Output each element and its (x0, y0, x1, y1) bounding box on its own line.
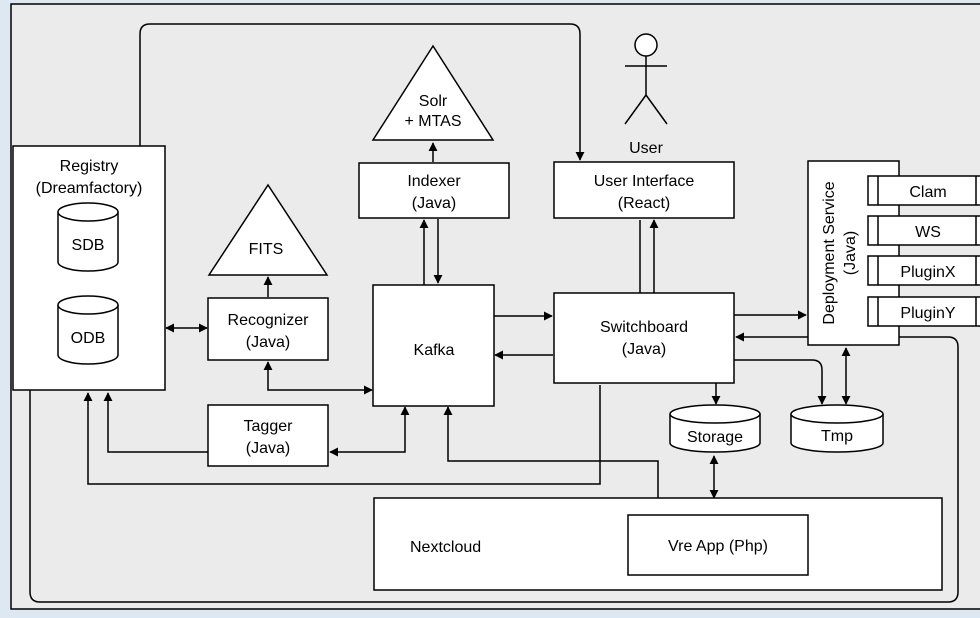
storage-label: Storage (687, 429, 743, 446)
odb-label: ODB (71, 330, 106, 347)
tagger-label-line1: Tagger (244, 418, 294, 435)
switchboard-label-line1: Switchboard (600, 319, 688, 336)
switchboard-label-line2: (Java) (622, 341, 666, 358)
connector-registry-userinterface (139, 23, 585, 161)
connector-recognizer-kafka (263, 361, 373, 395)
plugin-pluginy: PluginY (867, 296, 980, 327)
plugin-pluginx: PluginX (867, 255, 980, 286)
kafka-box (372, 284, 495, 407)
plugin-ws: WS (867, 215, 980, 246)
switchboard-box (553, 292, 735, 384)
indexer-label-line1: Indexer (407, 173, 461, 190)
kafka-label: Kafka (414, 342, 455, 359)
recognizer-label-line1: Recognizer (228, 312, 310, 329)
user-actor-icon (624, 33, 668, 125)
deployment-label-line1: Deployment Service (821, 181, 838, 324)
connector-switchboard-tmp (734, 359, 827, 405)
user-label: User (629, 140, 663, 157)
plugin-pluginx-label: PluginX (900, 264, 955, 281)
recognizer-label-line2: (Java) (246, 334, 290, 351)
tmp-database: Tmp (790, 404, 884, 453)
fits-node (207, 183, 329, 276)
sdb-database: SDB (57, 202, 119, 272)
plugin-clam: Clam (867, 175, 980, 206)
plugin-ws-label: WS (915, 224, 941, 241)
plugin-clam-label: Clam (909, 184, 946, 201)
connector-tagger-registry (103, 392, 208, 453)
registry-subtitle: (Dreamfactory) (36, 180, 143, 197)
connector-tagger-kafka (329, 406, 410, 457)
odb-database: ODB (57, 295, 119, 365)
recognizer-box (207, 297, 329, 361)
vre-app-label: Vre App (Php) (668, 538, 768, 555)
solr-label-line2: + MTAS (404, 113, 461, 130)
sdb-label: SDB (72, 237, 105, 254)
deployment-label-line2: (Java) (842, 231, 859, 275)
solr-label-line1: Solr (419, 93, 448, 110)
connector-switchboard-registry (83, 385, 601, 485)
user-interface-label-line1: User Interface (594, 173, 695, 190)
tagger-label-line2: (Java) (246, 440, 290, 457)
storage-database: Storage (669, 404, 761, 453)
tagger-box (207, 404, 329, 467)
vre-app-box (627, 514, 809, 576)
fits-label: FITS (249, 241, 284, 258)
user-interface-label-line2: (React) (618, 195, 670, 212)
indexer-label-line2: (Java) (412, 195, 456, 212)
user-interface-box (553, 161, 735, 219)
solr-node (371, 44, 495, 141)
plugin-pluginy-label: PluginY (900, 305, 955, 322)
tmp-label: Tmp (821, 428, 853, 445)
connector-vre-kafka (443, 406, 659, 515)
nextcloud-label: Nextcloud (410, 539, 481, 556)
registry-title: Registry (60, 158, 119, 175)
indexer-box (358, 162, 510, 219)
